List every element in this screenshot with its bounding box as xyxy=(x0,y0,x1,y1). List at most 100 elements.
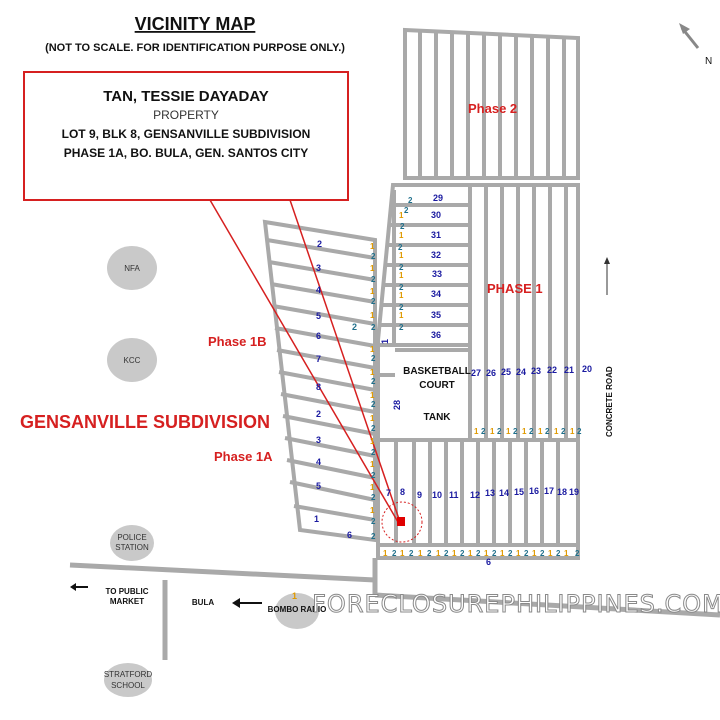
svg-text:2: 2 xyxy=(481,427,486,436)
kcc-label: KCC xyxy=(124,356,141,365)
phase1b-block xyxy=(262,219,377,543)
watermark-text: FORECLOSUREPHILIPPINES.COM xyxy=(312,590,720,618)
callout-line2: PHASE 1A, BO. BULA, GEN. SANTOS CITY xyxy=(64,146,308,160)
lot-17: 17 xyxy=(544,486,554,496)
svg-text:2: 2 xyxy=(399,263,404,272)
phase2-block xyxy=(403,27,580,180)
svg-text:2: 2 xyxy=(513,427,518,436)
svg-text:1: 1 xyxy=(474,427,479,436)
stratford-label: STRATFORD xyxy=(104,670,153,679)
lot-1a-2: 2 xyxy=(316,409,321,419)
lot-1b-6: 6 xyxy=(316,331,321,341)
lot-1b-8: 8 xyxy=(316,382,321,392)
svg-text:2: 2 xyxy=(427,549,432,558)
svg-text:2: 2 xyxy=(399,323,404,332)
svg-text:1: 1 xyxy=(418,549,423,558)
svg-text:2: 2 xyxy=(392,549,397,558)
svg-text:2: 2 xyxy=(400,222,405,231)
svg-text:1: 1 xyxy=(532,549,537,558)
phase1-block xyxy=(376,183,580,442)
svg-text:1: 1 xyxy=(506,427,511,436)
lot-numbers: 29 30 31 32 33 34 35 36 27 26 25 24 23 2… xyxy=(292,193,592,601)
svg-text:2: 2 xyxy=(371,471,376,480)
lot-34: 34 xyxy=(431,289,441,299)
police-station-marker xyxy=(110,525,154,561)
lot-1a-5: 5 xyxy=(316,481,321,491)
svg-text:2: 2 xyxy=(556,549,561,558)
svg-text:1: 1 xyxy=(370,264,375,273)
stratford-school-marker xyxy=(104,663,152,697)
concrete-road-arrow-icon xyxy=(604,257,610,295)
svg-text:1: 1 xyxy=(548,549,553,558)
nfa-marker xyxy=(107,246,157,290)
svg-text:2: 2 xyxy=(371,252,376,261)
property-marker-icon xyxy=(397,517,405,526)
bula-label: BULA xyxy=(192,598,214,607)
svg-text:1: 1 xyxy=(370,391,375,400)
main-roads xyxy=(69,558,720,660)
svg-text:1: 1 xyxy=(484,549,489,558)
svg-text:2: 2 xyxy=(408,196,413,205)
svg-text:2: 2 xyxy=(545,427,550,436)
map-title: VICINITY MAP xyxy=(135,14,256,34)
svg-text:2: 2 xyxy=(540,549,545,558)
phase1b-label: Phase 1B xyxy=(208,334,267,349)
svg-text:1: 1 xyxy=(490,427,495,436)
svg-text:1: 1 xyxy=(399,311,404,320)
svg-text:1: 1 xyxy=(370,287,375,296)
svg-text:2: 2 xyxy=(529,427,534,436)
svg-text:2: 2 xyxy=(575,549,580,558)
lot-28: 28 xyxy=(392,400,402,410)
callout-owner: TAN, TESSIE DAYADAY xyxy=(103,88,269,105)
kcc-marker xyxy=(107,338,157,382)
svg-text:1: 1 xyxy=(370,483,375,492)
svg-text:1: 1 xyxy=(370,368,375,377)
lot-27: 27 xyxy=(471,368,481,378)
svg-text:1: 1 xyxy=(370,414,375,423)
to-public-market-arrow-icon xyxy=(70,583,88,591)
svg-text:1: 1 xyxy=(370,311,375,320)
lot-31: 31 xyxy=(431,230,441,240)
lot-13: 13 xyxy=(485,488,495,498)
svg-text:2: 2 xyxy=(399,303,404,312)
phase1a-label: Phase 1A xyxy=(214,449,273,464)
svg-text:2: 2 xyxy=(497,427,502,436)
subdivision-label: GENSANVILLE SUBDIVISION xyxy=(20,412,270,432)
lot-1b-3: 3 xyxy=(316,263,321,273)
lot-1a-6: 6 xyxy=(347,530,352,540)
lot-22: 22 xyxy=(547,365,557,375)
svg-text:2: 2 xyxy=(371,517,376,526)
lot-12: 12 xyxy=(470,490,480,500)
svg-text:1: 1 xyxy=(570,427,575,436)
to-public-label: TO PUBLIC xyxy=(106,587,149,596)
lot-11: 11 xyxy=(449,490,459,500)
svg-text:1: 1 xyxy=(399,211,404,220)
lot-8: 8 xyxy=(400,487,405,497)
lot-20: 20 xyxy=(582,364,592,374)
lot-16: 16 xyxy=(529,486,539,496)
svg-text:2: 2 xyxy=(561,427,566,436)
svg-text:1: 1 xyxy=(436,549,441,558)
svg-text:2: 2 xyxy=(460,549,465,558)
lot-25: 25 xyxy=(501,367,511,377)
police-label: POLICE xyxy=(117,533,146,542)
svg-text:1: 1 xyxy=(400,549,405,558)
callout-pointer-left xyxy=(209,199,399,523)
svg-text:2: 2 xyxy=(399,283,404,292)
svg-text:2: 2 xyxy=(371,354,376,363)
phase1a-block xyxy=(376,438,580,560)
callout-box xyxy=(23,71,349,201)
svg-text:2: 2 xyxy=(371,377,376,386)
bombo-radio-label: BOMBO RADIO xyxy=(268,605,327,614)
svg-text:2: 2 xyxy=(371,323,376,332)
lot-7: 7 xyxy=(386,488,391,498)
lot-1a-4: 4 xyxy=(316,457,321,467)
lot-1b-7: 7 xyxy=(316,354,321,364)
svg-text:2: 2 xyxy=(371,424,376,433)
lot-32: 32 xyxy=(431,250,441,260)
svg-text:2: 2 xyxy=(398,243,403,252)
map-subtitle: (NOT TO SCALE. FOR IDENTIFICATION PURPOS… xyxy=(45,42,345,54)
lot-2-1b: 2 xyxy=(352,322,357,332)
market-label: MARKET xyxy=(110,597,144,606)
